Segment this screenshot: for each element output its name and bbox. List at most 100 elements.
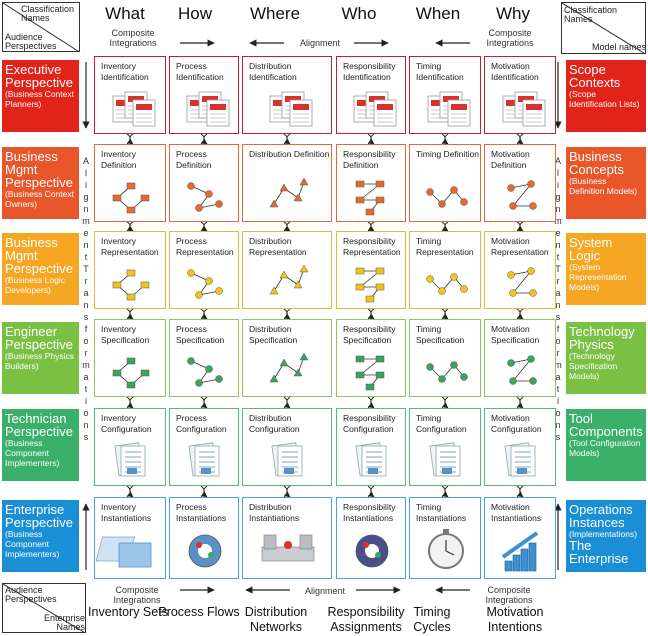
cell-where-1: Distribution Identification [242,56,332,134]
alignment-connector [367,221,375,232]
column-heading-when: When [415,4,461,23]
cell-label: Motivation Identification [491,61,539,82]
right-model-scope-contexts: Scope Contexts (Scope Identification Lis… [566,60,646,132]
cell-label: Responsibility Representation [343,236,401,257]
column-heading-what: What [105,4,145,23]
alignment-connector [441,396,449,409]
cell-label: Responsibility Specification [343,324,396,345]
cell-why-3: Motivation Representation [484,231,556,309]
cell-when-6-icon [428,529,464,569]
cell-when-5: Timing Configuration [409,408,481,486]
cell-when-3-icon [426,273,468,295]
corner-top-right: Classification Names Model names [561,2,646,54]
cell-label: Responsibility Configuration [343,413,396,434]
alignment-connector [367,133,375,145]
alignment-connector [516,308,524,320]
cell-when-1-icon [427,91,471,127]
cell-label: Distribution Configuration [249,413,300,434]
cell-label: Process Configuration [176,413,227,434]
right-model-operations-instances: Operations Instances (Implementations) T… [566,500,646,572]
column-heading-how: How [177,4,212,23]
left-perspective-sub: (Business Context Owners) [5,189,74,209]
cell-where-4: Distribution Specification [242,319,332,397]
cell-what-2: Inventory Definition [94,144,166,222]
cell-label: Motivation Configuration [491,413,542,434]
cell-who-5: Responsibility Configuration [336,408,406,486]
alignment-connector [200,221,208,232]
cell-where-6-icon [261,534,315,562]
cell-label: Motivation Representation [491,236,549,257]
cell-what-5-icon [114,442,146,477]
cell-what-1-icon [112,91,156,127]
cell-when-3: Timing Representation [409,231,481,309]
cell-label: Motivation Specification [491,324,540,345]
corner-bottom-left: Audience Perspectives Enterprise Names [2,583,86,633]
column-heading-why: Why [496,4,530,23]
cell-label: Distribution Identification [249,61,297,82]
cell-label: Inventory Representation [101,236,159,257]
right-model-sub: (Technology Specification Models) [569,351,618,381]
cell-who-4: Responsibility Specification [336,319,406,397]
left-perspective-title: Business Mgmt Perspective [5,149,73,190]
cell-who-4-icon [355,355,385,391]
alignment-connector [441,308,449,320]
cell-label: Timing Configuration [416,413,467,434]
left-perspective-sub: (Business Component Implementers) [5,529,60,559]
cell-where-4-icon [269,352,309,383]
cell-what-5: Inventory Configuration [94,408,166,486]
bottom-name-timing: Timing Cycles [413,605,451,634]
cell-why-5-icon [504,442,536,477]
cell-label: Timing Representation [416,236,474,257]
cell-where-5: Distribution Configuration [242,408,332,486]
cell-when-1: Timing Identification [409,56,481,134]
cell-label: Timing Instantiations [416,502,467,523]
left-perspective-business-mgmt-1: Business Mgmt Perspective (Business Cont… [2,147,79,219]
cell-how-3: Process Representation [169,231,239,309]
left-perspective-sub: (Business Physics Builders) [5,351,74,371]
cell-who-1-icon [353,91,397,127]
cell-label: Process Representation [176,236,234,257]
corner-top-left: Classification Names Audience Perspectiv… [2,2,80,52]
alignment-connector [516,221,524,232]
cell-what-2-icon [112,182,150,214]
cell-where-3-icon [269,264,309,295]
cell-label: Distribution Definition [249,149,330,159]
cell-who-6-icon [355,534,389,568]
left-perspective-sub: (Business Component Implementers) [5,438,60,468]
alignment-connector [441,133,449,145]
alignment-connector [126,133,134,145]
cell-label: Process Specification [176,324,225,345]
alignment-connector [283,308,291,320]
corner-top-left-top: Classification Names [21,4,75,23]
left-perspective-title: Enterprise Perspective [5,502,73,530]
cell-label: Timing Specification [416,324,465,345]
alignment-connector [441,485,449,498]
cell-who-2-icon [355,180,385,216]
left-perspective-enterprise: Enterprise Perspective (Business Compone… [2,500,79,572]
cell-how-1: Process Identification [169,56,239,134]
alignment-connector [441,221,449,232]
right-model-title: System Logic [569,235,613,263]
cell-label: Distribution Specification [249,324,298,345]
right-model-technology-physics: Technology Physics (Technology Specifica… [566,322,646,394]
right-model-title: Operations Instances [569,502,633,530]
right-model-sub: (Scope Identification Lists) [569,89,640,109]
right-model-extra: The Enterprise [569,538,629,566]
corner-top-left-bottom: Audience Perspectives [5,32,57,51]
left-perspective-technician: Technician Perspective (Business Compone… [2,409,79,481]
cell-how-6-icon [188,534,222,568]
right-model-title: Tool Components [569,411,643,439]
cell-why-2: Motivation Definition [484,144,556,222]
cell-where-2: Distribution Definition [242,144,332,222]
alignment-top: Alignment [290,38,350,48]
cell-when-4: Timing Specification [409,319,481,397]
cell-who-3: Responsibility Representation [336,231,406,309]
cell-when-4-icon [426,361,468,383]
cell-what-6-icon [95,536,152,568]
cell-who-2: Responsibility Definition [336,144,406,222]
alignment-connector [516,133,524,145]
cell-where-3: Distribution Representation [242,231,332,309]
left-perspective-title: Technician Perspective [5,411,73,439]
cell-why-2-icon [507,180,537,210]
